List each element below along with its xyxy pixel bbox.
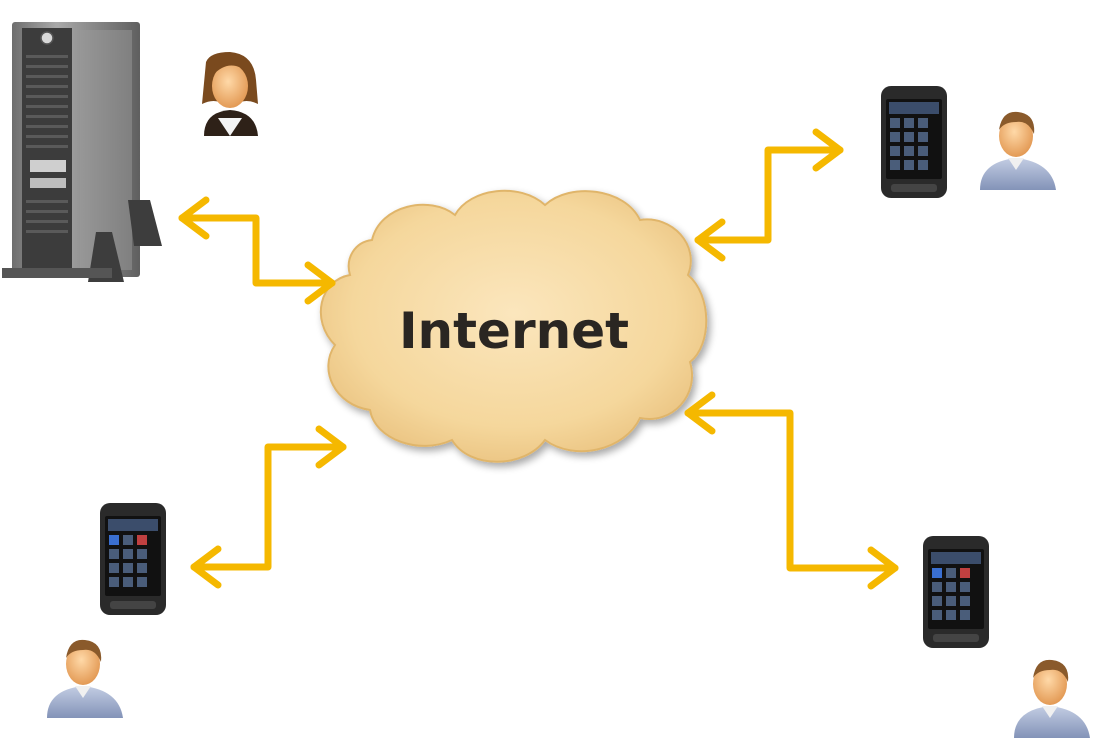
smartphone-icon	[923, 536, 989, 648]
smartphone-icon	[881, 86, 947, 198]
arrow-cloud-phone-bottom-right	[684, 391, 899, 590]
arrow-cloud-phone-top-right	[694, 128, 844, 262]
cloud-label: Internet	[399, 302, 629, 360]
tower-server-icon	[2, 22, 162, 282]
internet-cloud: Internet	[319, 189, 708, 463]
male-user-icon	[980, 111, 1056, 190]
arrow-server-cloud	[178, 196, 336, 305]
male-user-icon	[47, 639, 123, 718]
arrow-cloud-phone-bottom-left	[190, 425, 347, 589]
female-user-icon	[202, 52, 258, 136]
smartphone-icon	[100, 503, 166, 615]
male-user-icon	[1014, 659, 1090, 738]
